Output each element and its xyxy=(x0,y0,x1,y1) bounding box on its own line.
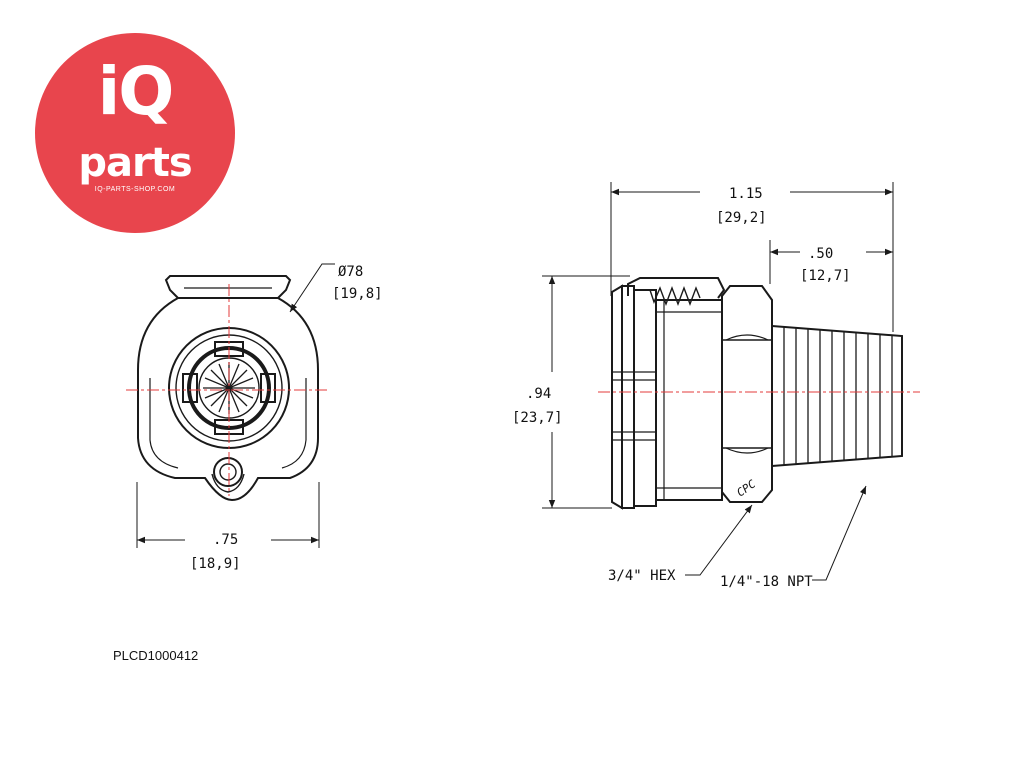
side-length-label: 1.15 xyxy=(729,186,763,202)
front-top-tab xyxy=(164,275,292,299)
side-hex-marking: CPC xyxy=(734,477,758,499)
front-body-outline xyxy=(137,297,319,502)
logo-brand-bottom: parts xyxy=(78,140,192,186)
side-dimensions xyxy=(542,182,894,581)
front-width-label: .75 xyxy=(213,532,238,548)
side-latch xyxy=(627,277,726,299)
side-thread-length-label: .50 xyxy=(808,246,833,262)
side-face-plate xyxy=(611,284,623,510)
front-dimensions xyxy=(136,263,335,548)
front-width-metric: [18,9] xyxy=(190,556,241,572)
side-height-metric: [23,7] xyxy=(512,410,563,426)
side-hex-nut xyxy=(721,285,773,503)
iq-parts-logo[interactable]: iQ parts IQ-PARTS-SHOP.COM xyxy=(35,33,235,233)
side-thread-callout: 1/4"-18 NPT xyxy=(720,574,813,590)
side-latch-spring xyxy=(649,286,701,306)
side-height-label: .94 xyxy=(526,386,551,402)
part-number: PLCD1000412 xyxy=(113,648,199,663)
logo-brand-top: iQ xyxy=(97,53,175,130)
side-body xyxy=(655,299,723,501)
front-centerlines xyxy=(126,284,330,496)
front-diameter-label: Ø78 xyxy=(338,264,363,280)
front-diameter-metric: [19,8] xyxy=(332,286,383,302)
side-hex-callout: 3/4" HEX xyxy=(608,568,676,584)
side-view xyxy=(611,277,903,510)
logo-url: IQ-PARTS-SHOP.COM xyxy=(94,186,176,193)
side-thread-lines xyxy=(783,327,893,465)
front-valve-star xyxy=(203,362,255,414)
side-thread xyxy=(771,325,903,467)
side-thread-length-metric: [12,7] xyxy=(800,268,851,284)
side-length-metric: [29,2] xyxy=(716,210,767,226)
front-latch-hole xyxy=(213,457,243,487)
